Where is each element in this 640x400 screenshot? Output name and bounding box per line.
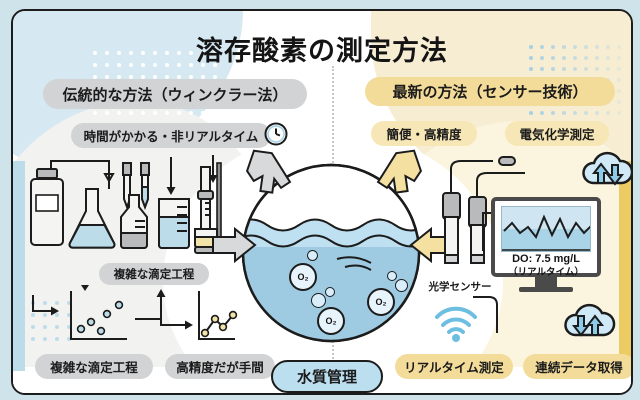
left-subtitle-label: 時間がかかる・非リアルタイム: [83, 130, 259, 144]
line-chart-icon: [198, 291, 238, 340]
bubble-small-4: [387, 271, 397, 281]
right-subtitle-pill-1: 簡便・高精度: [371, 121, 477, 146]
left-bottom-label-1: 複雑な滴定工程: [35, 354, 153, 379]
right-bottom-label-1: リアルタイム測定: [395, 354, 513, 379]
left-bottom-label-2: 高精度だが手間: [165, 354, 275, 379]
bubble-o2-3: O₂: [317, 307, 345, 335]
scatter-plot-icon: [70, 285, 127, 340]
do-note: （リアルタイム）: [508, 266, 584, 278]
monitor-readout: DO: 7.5 mg/L （リアルタイム）: [495, 253, 597, 279]
accent-strip-left: [13, 161, 25, 371]
right-bottom-label-2: 連続データ取得: [523, 354, 631, 379]
do-monitor: DO: 7.5 mg/L （リアルタイム）: [491, 197, 601, 292]
monitor-screen: [501, 206, 591, 252]
arrow-from-top-left: [245, 149, 292, 194]
reagent-jar-icon: [120, 194, 148, 249]
page-title: 溶存酸素の測定方法: [196, 36, 448, 66]
sensor-caption: 光学センサー: [428, 281, 492, 293]
center-label: 水質管理: [271, 360, 383, 393]
do-value: DO: 7.5 mg/L: [512, 253, 580, 265]
cable-connector: [498, 156, 516, 166]
left-mid-label: 複雑な滴定工程: [99, 263, 209, 285]
sensor-probes: [442, 156, 525, 264]
cloud-sync-icon: [582, 151, 631, 186]
monitor-body: DO: 7.5 mg/L （リアルタイム）: [491, 197, 601, 279]
bubble-small-2: [311, 293, 326, 308]
arrow-down-1: [166, 187, 176, 195]
left-subtitle-pill: 時間がかかる・非リアルタイム: [71, 123, 271, 148]
clock-icon: [264, 122, 288, 146]
sensor-cable-1: [450, 160, 493, 195]
arrow-from-top-right: [376, 149, 423, 194]
cloud-download-icon: [564, 303, 616, 337]
bubble-o2-2: O₂: [367, 288, 395, 316]
optical-sensor-probe-1: [442, 192, 461, 264]
left-charts-row: [32, 285, 238, 340]
arrow-from-left: [212, 226, 257, 264]
water-body-circle: O₂ O₂ O₂: [241, 163, 421, 343]
bubble-o2-1: O₂: [289, 263, 317, 291]
infographic-card: 溶存酸素の測定方法 伝統的な方法（ウィンクラー法） 最新の方法（センサー技術） …: [11, 9, 633, 395]
oxygen-waveform-icon: [502, 214, 590, 251]
bubble-small-1: [307, 250, 318, 261]
center-arrows: [212, 149, 454, 264]
axis-arrow-icon: [135, 289, 193, 330]
right-section-header: 最新の方法（センサー技術）: [365, 77, 615, 106]
beaker-icon: [158, 198, 190, 249]
wifi-icon: [435, 306, 477, 342]
monitor-cable: [482, 212, 493, 251]
bubble-small-5: [395, 279, 408, 292]
chart-connector: [32, 295, 53, 312]
accent-strip-right: [619, 161, 631, 371]
arrow-right-small: [51, 306, 59, 316]
erlenmeyer-flask-icon: [68, 188, 116, 249]
bubble-small-3: [325, 287, 335, 297]
monitor-stand: [535, 277, 557, 287]
reagent-bottle-icon: [30, 168, 64, 246]
monitor-foot: [519, 287, 573, 292]
left-section-header: 伝統的な方法（ウィンクラー法）: [43, 79, 307, 109]
wifi-connector-line: [473, 296, 498, 333]
dropper-icon-2: [140, 162, 150, 210]
right-subtitle-pill-2: 電気化学測定: [505, 121, 609, 146]
sensor-cable-2: [476, 172, 525, 199]
